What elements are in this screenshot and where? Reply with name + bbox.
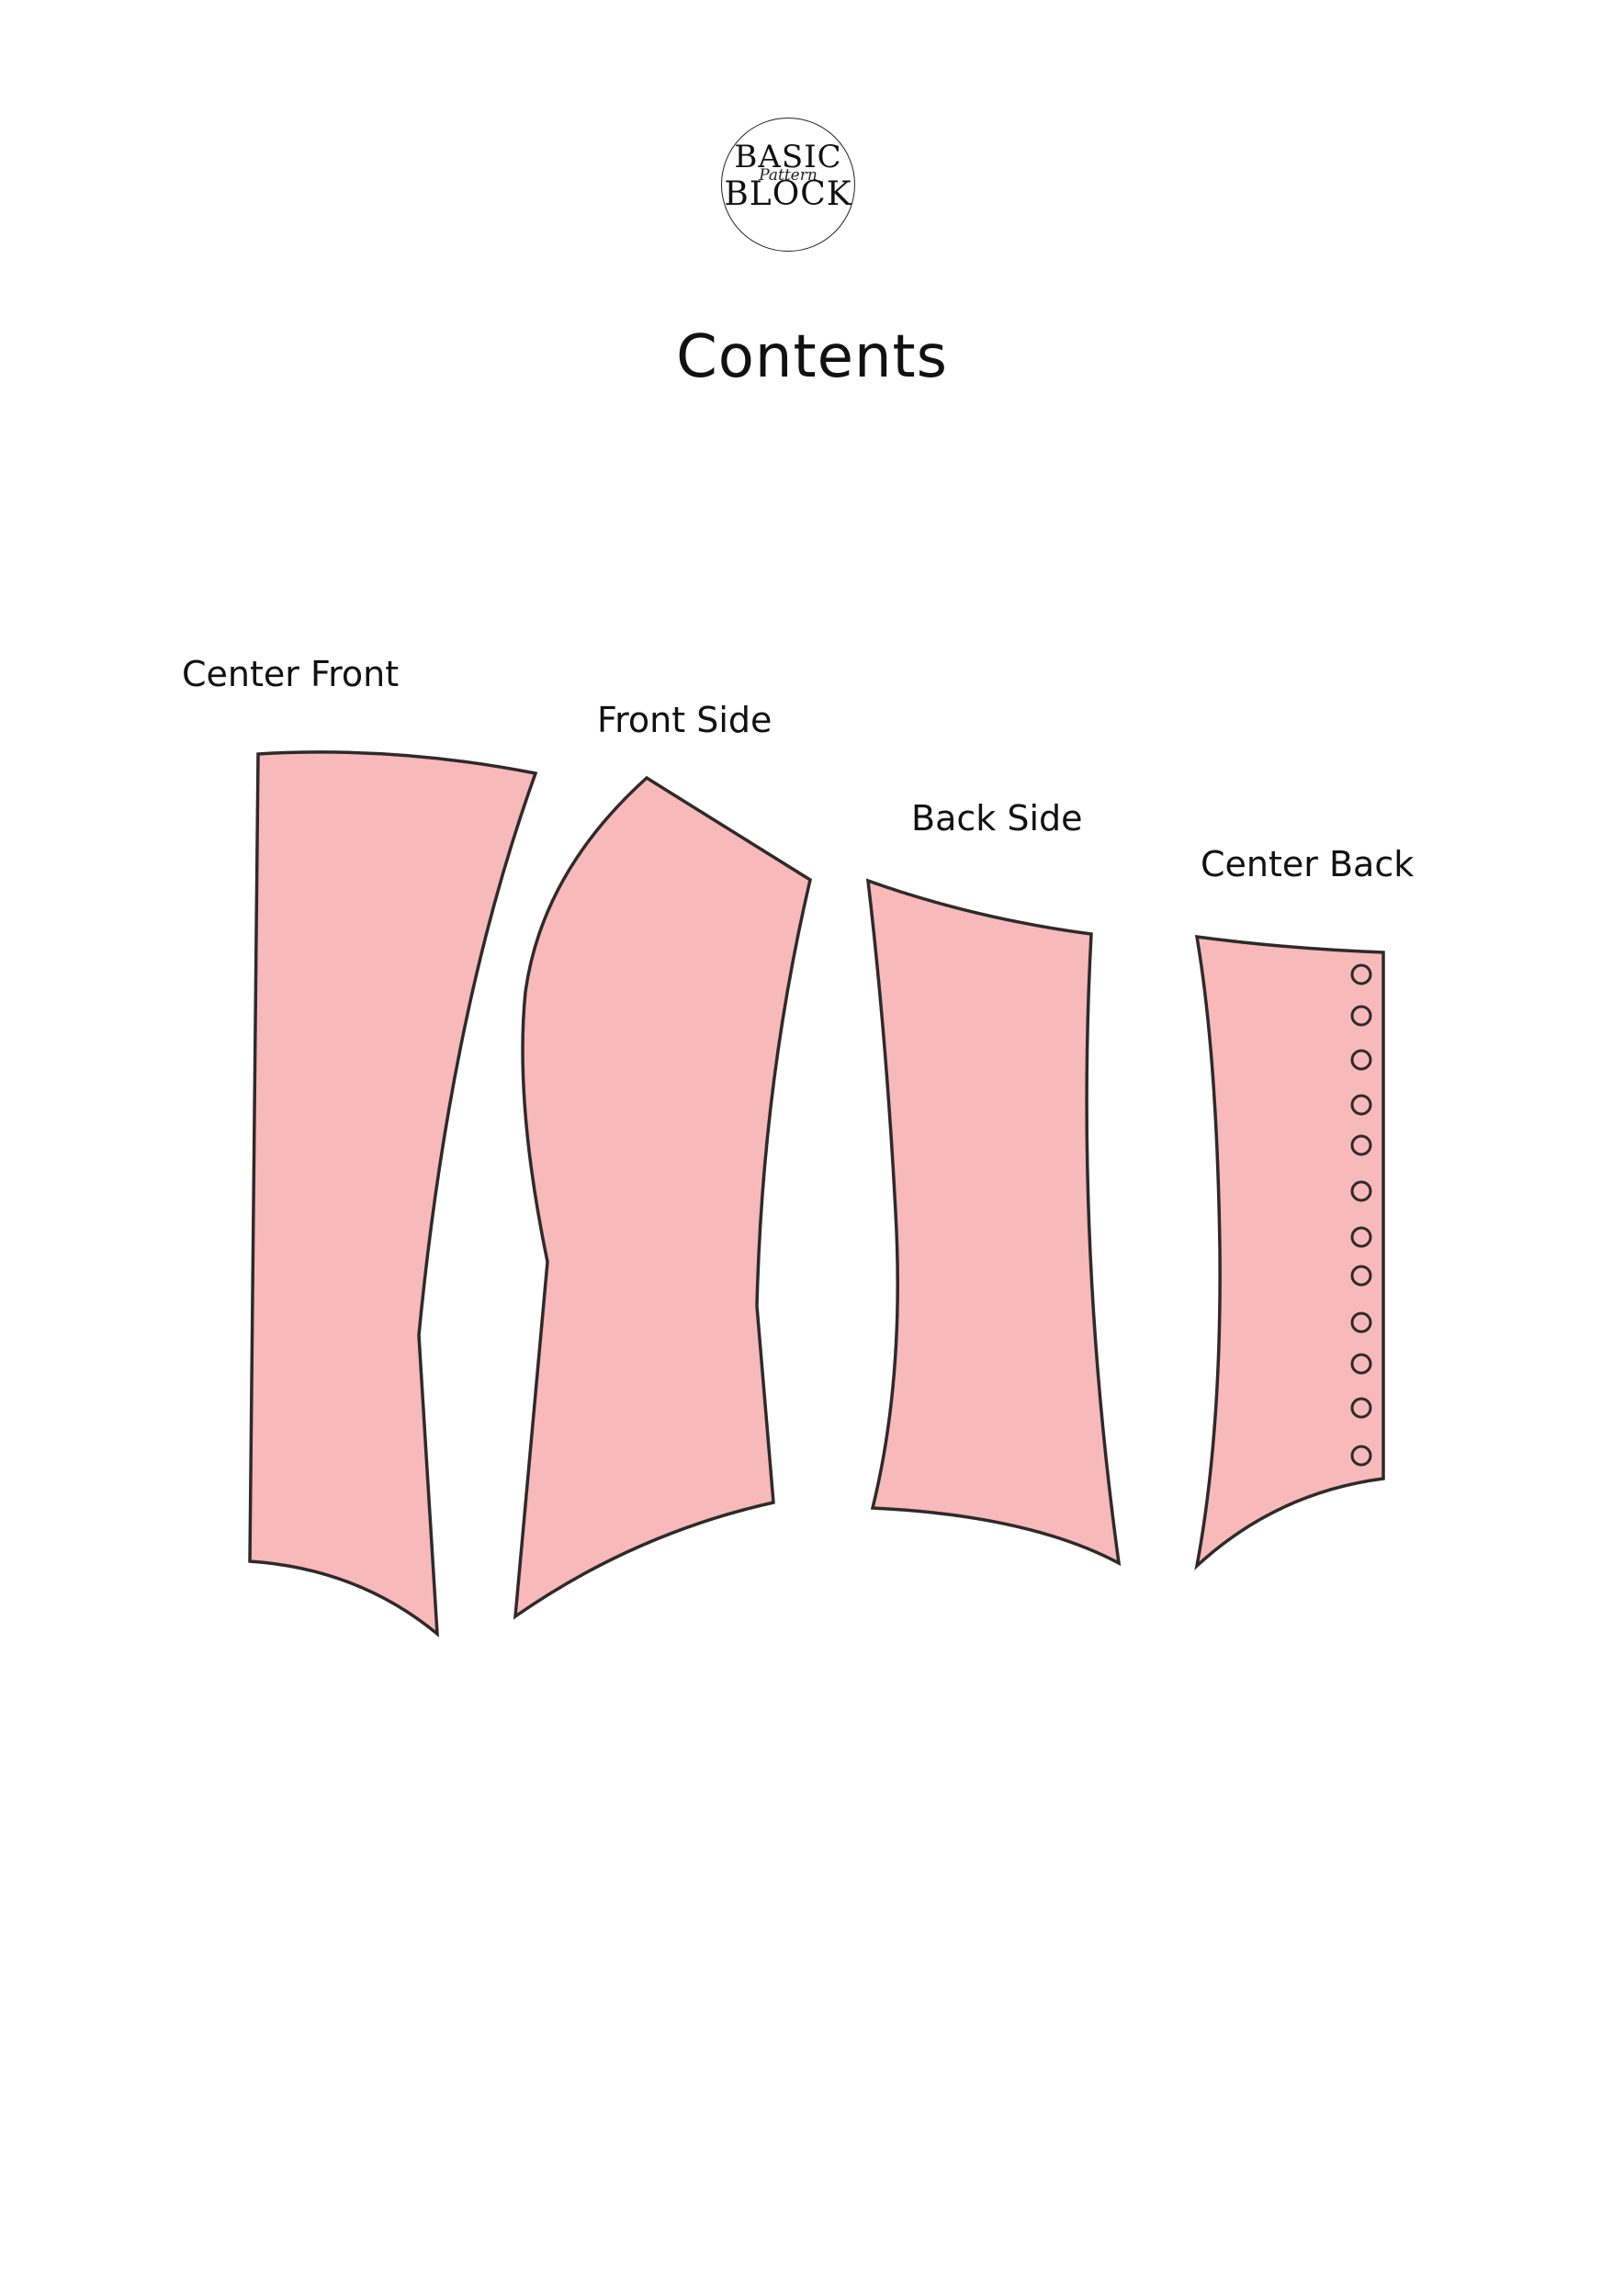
logo-script-pattern: Pattern [759, 166, 818, 185]
brand-logo: BASIC Pattern BLOCK [721, 118, 855, 252]
label-center-front: Center Front [182, 654, 400, 694]
piece-front-side [513, 775, 812, 1620]
eyelet-icon [1350, 1311, 1372, 1334]
eyelet-icon [1350, 1397, 1372, 1419]
eyelet-icon [1350, 1094, 1372, 1116]
piece-center-back [1194, 934, 1385, 1570]
eyelet-icon [1350, 1226, 1372, 1248]
label-front-side: Front Side [597, 700, 773, 740]
logo-line-basic: BASIC [734, 139, 842, 175]
eyelet-icon [1350, 1445, 1372, 1467]
eyelet-icon [1350, 1265, 1372, 1287]
eyelet-icon [1350, 1005, 1372, 1027]
eyelet-icon [1350, 1134, 1372, 1156]
eyelet-icon [1350, 1180, 1372, 1202]
eyelet-icon [1350, 1353, 1372, 1375]
logo-line-block: BLOCK [724, 175, 852, 213]
eyelet-icon [1350, 1049, 1372, 1071]
piece-center-front [248, 750, 538, 1638]
label-center-back: Center Back [1201, 844, 1415, 884]
eyelet-icon [1350, 963, 1372, 985]
label-back-side: Back Side [911, 798, 1083, 838]
page-title: Contents [676, 323, 948, 391]
piece-back-side [865, 878, 1122, 1567]
